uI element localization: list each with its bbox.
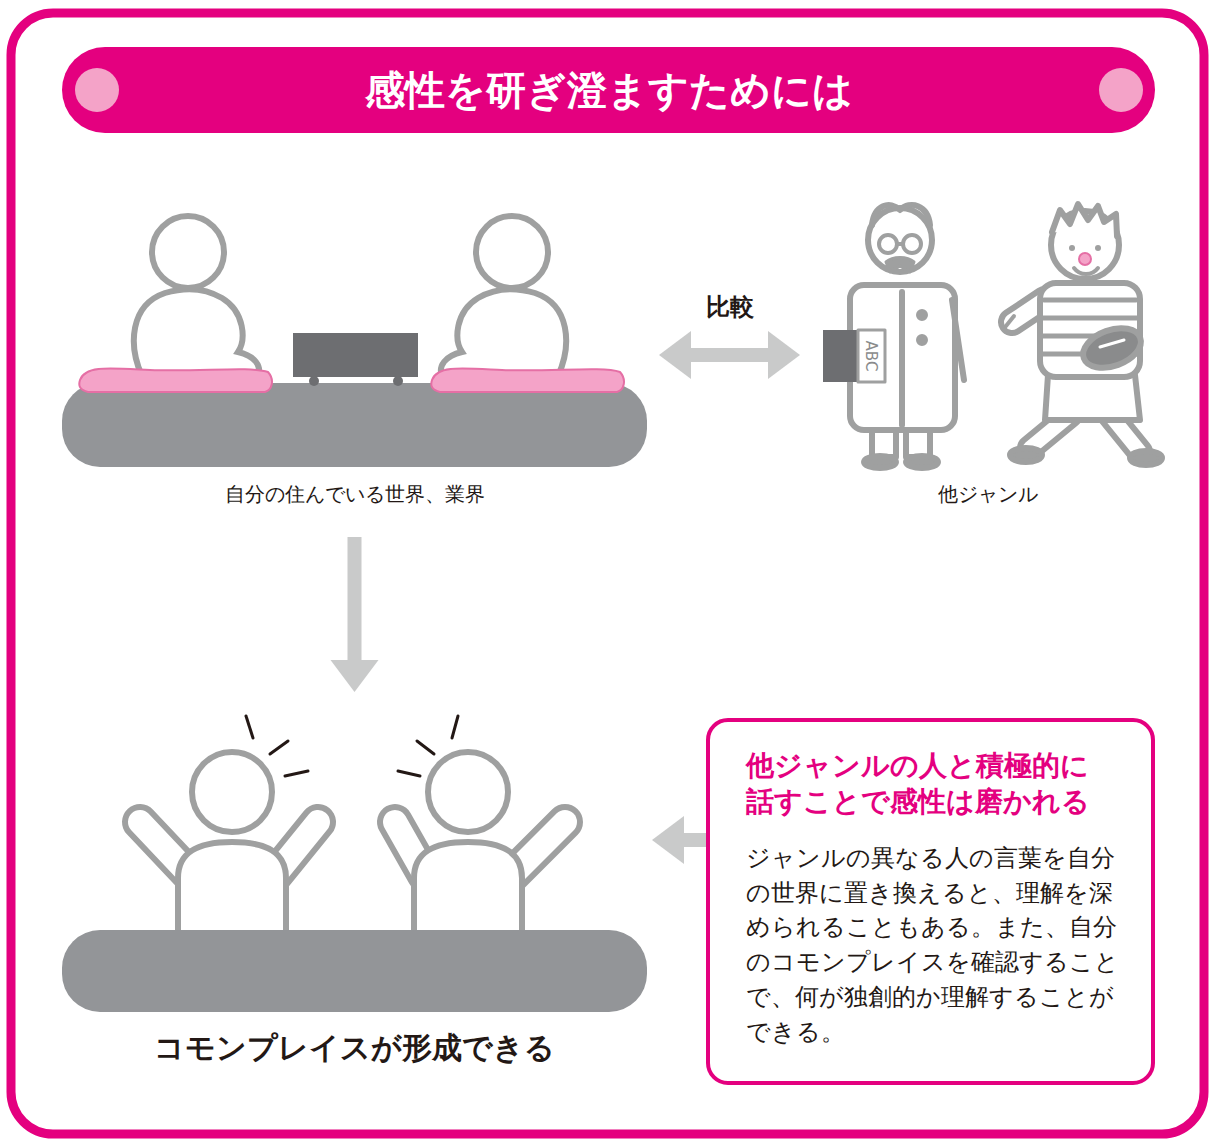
scene-group: 自分の住んでいる世界、業界 bbox=[62, 215, 647, 515]
connector-arrow bbox=[331, 537, 379, 692]
professor-figure-part bbox=[903, 235, 921, 253]
seated-people-part bbox=[293, 333, 418, 377]
rugby-boy-figure-part bbox=[1042, 316, 1138, 321]
professor-figure-part bbox=[858, 330, 885, 382]
frame-part bbox=[11, 13, 1204, 1134]
professor-figure-part bbox=[919, 312, 925, 318]
arrow-head bbox=[652, 816, 684, 864]
professor-figure-part bbox=[864, 456, 896, 468]
rugby-boy-figure-part bbox=[1010, 448, 1042, 462]
cheering-people-part bbox=[192, 752, 272, 832]
rugby-boy-figure-part bbox=[1074, 268, 1098, 274]
arrow-head bbox=[659, 331, 691, 379]
connector-label: 比較 bbox=[702, 291, 758, 323]
professor-figure-part bbox=[919, 337, 925, 343]
book-label: ABC bbox=[857, 332, 885, 380]
professor-figure-part bbox=[897, 242, 903, 246]
rugby-boy-figure-part bbox=[1006, 316, 1014, 326]
cheering-people-part bbox=[398, 771, 420, 776]
frame bbox=[11, 13, 1204, 1134]
cheering-people-part bbox=[417, 741, 434, 754]
scene-label: 他ジャンル bbox=[934, 481, 1042, 507]
connector-shaft bbox=[348, 537, 362, 662]
arrow-head bbox=[331, 660, 379, 692]
seated-people-part bbox=[62, 383, 647, 467]
rugby-boy-figure bbox=[1006, 204, 1162, 465]
scene-group: コモンプレイスが形成できる bbox=[62, 700, 647, 1075]
professor-figure-part bbox=[952, 300, 964, 380]
professor-figure-part bbox=[823, 330, 858, 382]
title-bar bbox=[62, 47, 1155, 133]
seated-people-part bbox=[476, 216, 548, 288]
cheering-people-part bbox=[62, 930, 647, 1012]
rugby-boy-figure-part bbox=[1052, 204, 1117, 236]
cheering-people-part bbox=[285, 771, 308, 776]
cheering-people-part bbox=[270, 741, 288, 754]
cheering-people-part bbox=[452, 716, 458, 738]
title-text: 感性を研ぎ澄ますためには bbox=[62, 47, 1155, 133]
seated-people bbox=[62, 216, 647, 467]
professor-figure-part bbox=[850, 285, 955, 430]
seated-people-part bbox=[393, 376, 403, 386]
professor-figure-part bbox=[906, 456, 938, 468]
info-box: 他ジャンルの人と積極的に話すことで感性は磨かれるジャンルの異なる人の言葉を自分の… bbox=[706, 718, 1155, 1085]
scene-label: 自分の住んでいる世界、業界 bbox=[221, 481, 489, 507]
cheering-people-part bbox=[414, 842, 522, 940]
cheering-people-part bbox=[246, 716, 253, 738]
title-bar-part bbox=[1099, 68, 1143, 112]
cheering-people bbox=[62, 716, 647, 1012]
seated-people-part bbox=[134, 289, 259, 376]
cheering-people-part bbox=[178, 842, 286, 940]
rugby-boy-figure-part bbox=[1079, 253, 1091, 265]
rugby-boy-figure-part bbox=[1069, 245, 1075, 251]
professor-figure-part bbox=[868, 208, 932, 272]
rugby-boy-figure-part bbox=[1100, 340, 1124, 347]
cheering-people-part bbox=[428, 752, 508, 832]
seated-people-part bbox=[441, 289, 566, 376]
connector-arrow bbox=[659, 331, 800, 379]
professor-figure-part bbox=[899, 292, 905, 425]
professor-figure-part bbox=[886, 258, 914, 273]
seated-people-part bbox=[309, 376, 319, 386]
title-bar-part bbox=[62, 47, 1155, 133]
seated-people-part bbox=[79, 368, 272, 392]
rugby-boy-figure-part bbox=[1130, 451, 1162, 465]
box-heading: 他ジャンルの人と積極的に話すことで感性は磨かれる bbox=[746, 748, 1090, 821]
box-body-text: ジャンルの異なる人の言葉を自分の世界に置き換えると、理解を深められることもある。… bbox=[746, 841, 1121, 1050]
professor-figure-part bbox=[879, 235, 897, 253]
rugby-boy-figure-part bbox=[1078, 321, 1147, 375]
rugby-boy-figure-part bbox=[1044, 298, 1136, 303]
connector-shaft bbox=[689, 348, 770, 362]
title-bar-part bbox=[75, 68, 119, 112]
scene-group: 他ジャンル bbox=[805, 200, 1170, 515]
seated-people-part bbox=[152, 216, 224, 288]
professor-figure bbox=[823, 205, 964, 468]
scene-label: コモンプレイスが形成できる bbox=[150, 1028, 559, 1067]
professor-figure-part bbox=[872, 205, 930, 225]
seated-people-part bbox=[431, 368, 624, 392]
rugby-boy-figure-part bbox=[1095, 245, 1101, 251]
rugby-boy-figure-part bbox=[1045, 375, 1140, 420]
arrow-head bbox=[768, 331, 800, 379]
